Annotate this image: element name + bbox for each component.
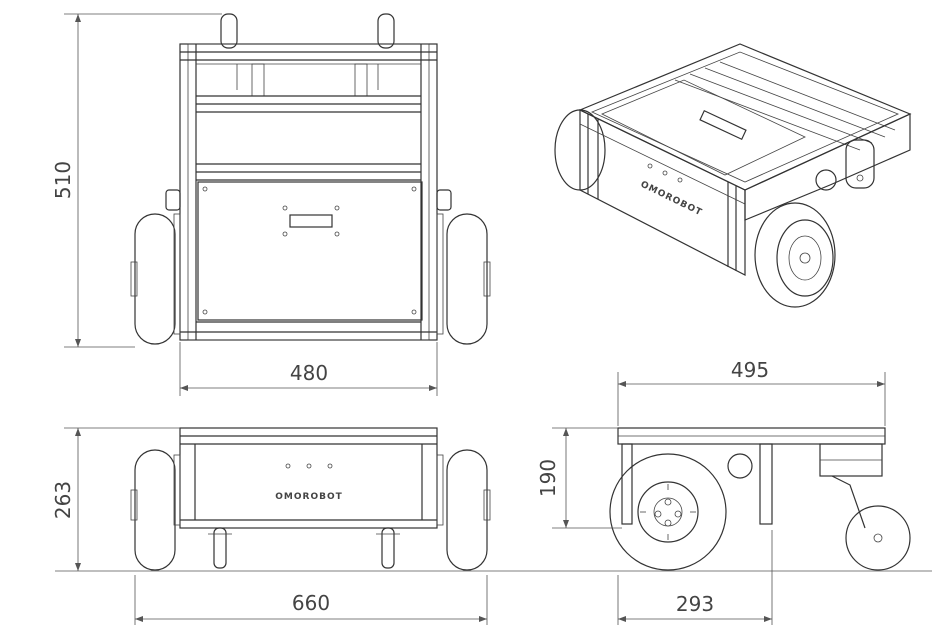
dim-label-front-height: 263 [51, 481, 75, 519]
dim-label-side-height: 190 [536, 459, 560, 497]
front-view: OMOROBOT [130, 427, 491, 571]
dim-label-front-width: 660 [292, 591, 330, 615]
dim-label-top-height: 510 [51, 161, 75, 199]
iso-logo-text: OMOROBOT [639, 180, 704, 219]
isometric-view: OMOROBOT [554, 43, 912, 308]
top-view [130, 13, 491, 345]
side-view [609, 427, 911, 571]
dim-label-side-length: 495 [731, 358, 769, 382]
side-view-dimensions: 495 190 293 [536, 358, 886, 625]
front-logo-text: OMOROBOT [275, 492, 343, 502]
top-view-dimensions: 510 480 [51, 13, 438, 396]
dim-label-top-width: 480 [290, 361, 328, 385]
front-view-dimensions: 263 660 [51, 427, 488, 625]
dim-label-side-wheel-offset: 293 [676, 592, 714, 616]
